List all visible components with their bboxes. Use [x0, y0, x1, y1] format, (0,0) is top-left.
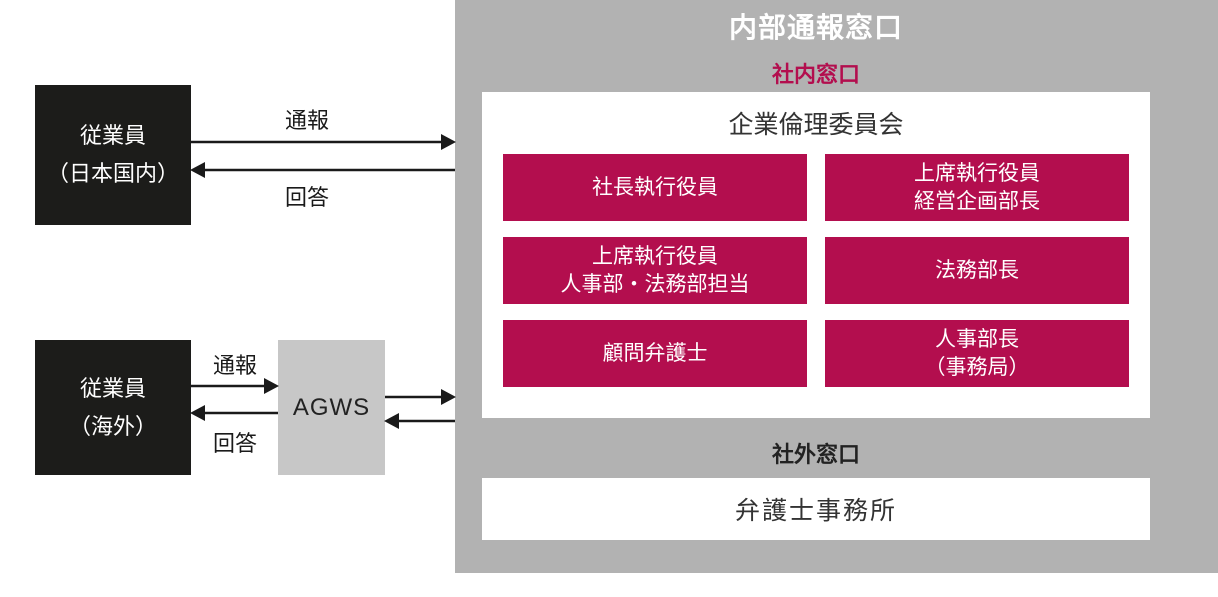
arrow-overseas-reply-icon	[190, 405, 278, 421]
external-window-label: 社外窓口	[771, 442, 860, 467]
arrow-domestic-reply-icon	[190, 162, 455, 178]
committee-member-corporate-planning: 上席執行役員 経営企画部長	[825, 154, 1129, 221]
employee-domestic-box: 従業員 （日本国内）	[35, 85, 191, 225]
panel-title: 内部通報窓口	[728, 12, 903, 43]
report-desk-panel: 内部通報窓口 社内窓口 企業倫理委員会 社長執行役員 上席執行役員 経営企画部長…	[455, 0, 1218, 573]
committee-member-president: 社長執行役員	[503, 154, 807, 221]
arrow-agws-to-panel-icon	[385, 389, 456, 405]
committee-member-hr-gm-secretariat: 人事部長 （事務局）	[825, 320, 1129, 387]
ethics-committee-box: 企業倫理委員会 社長執行役員 上席執行役員 経営企画部長 上席執行役員 人事部・…	[482, 92, 1150, 418]
committee-members-grid: 社長執行役員 上席執行役員 経営企画部長 上席執行役員 人事部・法務部担当 法務…	[503, 154, 1129, 387]
ethics-committee-title: 企業倫理委員会	[728, 111, 904, 139]
arrow-domestic-report-icon	[191, 134, 456, 150]
employee-overseas-box: 従業員 （海外）	[35, 340, 191, 475]
arrow-label-overseas-report: 通報	[212, 353, 257, 378]
law-office-box: 弁護士事務所	[482, 478, 1150, 540]
agws-box: AGWS	[278, 340, 385, 475]
arrow-label-overseas-reply: 回答	[212, 431, 257, 456]
arrow-overseas-report-icon	[191, 378, 279, 394]
arrow-label-domestic-report: 通報	[284, 108, 329, 133]
committee-member-corporate-lawyer: 顧問弁護士	[503, 320, 807, 387]
committee-member-hr-legal: 上席執行役員 人事部・法務部担当	[503, 237, 807, 304]
committee-member-legal-gm: 法務部長	[825, 237, 1129, 304]
arrow-panel-to-agws-icon	[384, 413, 455, 429]
internal-window-label: 社内窓口	[771, 62, 860, 87]
arrow-label-domestic-reply: 回答	[284, 185, 329, 210]
